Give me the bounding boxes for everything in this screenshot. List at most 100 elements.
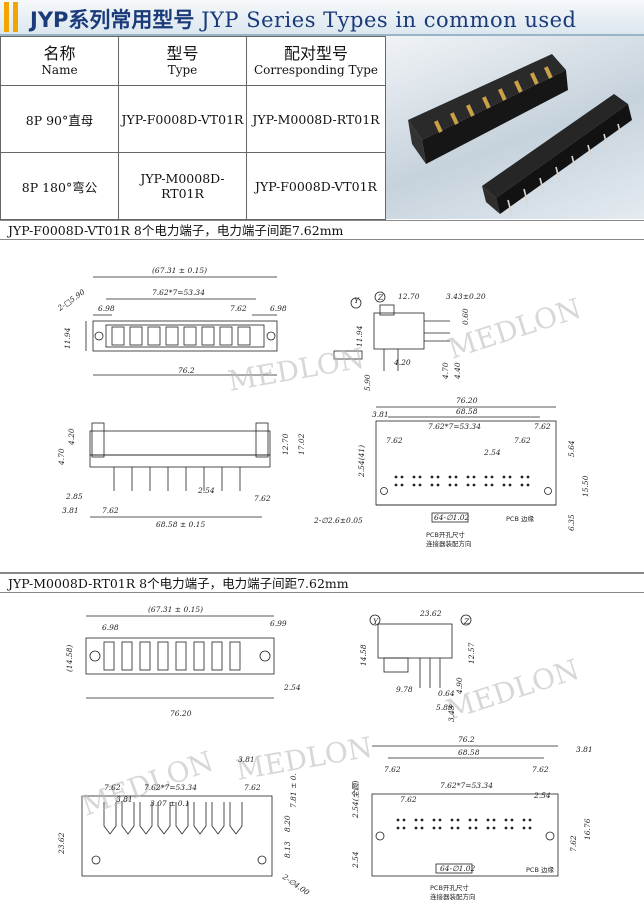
watermark: MEDLON <box>444 292 585 366</box>
svg-text:7.81 ± 0.: 7.81 ± 0. <box>289 773 298 808</box>
section-caption: JYP-M0008D-RT01R 8个电力端子，电力端子间距7.62mm <box>0 573 644 593</box>
cell-type: JYP-M0008D-RT01R <box>118 152 247 220</box>
connector-right-angle-male <box>482 94 632 217</box>
svg-text:76.20: 76.20 <box>456 396 478 405</box>
front-view-outline <box>81 795 273 877</box>
svg-text:PCB开孔尺寸: PCB开孔尺寸 <box>426 530 465 539</box>
svg-text:3.81: 3.81 <box>116 795 133 804</box>
svg-text:68.58: 68.58 <box>458 748 480 757</box>
svg-text:68.58 ± 0.15: 68.58 ± 0.15 <box>156 520 205 529</box>
svg-text:2-□5.90: 2-□5.90 <box>55 287 87 313</box>
svg-text:2.54: 2.54 <box>483 448 501 457</box>
svg-text:PCB 边缘: PCB 边缘 <box>506 514 534 523</box>
technical-drawing: MEDLON MEDLON (67.31 ± 0.15) 2-□5.90 6.9… <box>55 266 590 548</box>
svg-text:7.62: 7.62 <box>514 436 531 445</box>
terminal-contacts <box>103 641 241 671</box>
svg-text:11.94: 11.94 <box>63 327 72 349</box>
svg-text:6.98: 6.98 <box>102 623 119 632</box>
front-view-outline <box>89 430 271 456</box>
table-row: 8P 90°直母 JYP-F0008D-VT01R JYP-M0008D-RT0… <box>0 85 386 153</box>
svg-text:0.64: 0.64 <box>438 689 455 698</box>
svg-text:7.62: 7.62 <box>532 765 549 774</box>
svg-text:3.81: 3.81 <box>576 745 593 754</box>
cell-corresponding: JYP-M0008D-RT01R <box>246 85 386 153</box>
types-table: 名称 Name 型号 Type 配对型号 Corresponding Type … <box>0 36 386 220</box>
svg-text:12.70: 12.70 <box>398 292 420 301</box>
svg-text:7.62*7=53.34: 7.62*7=53.34 <box>440 781 493 790</box>
svg-text:7.62: 7.62 <box>230 304 247 313</box>
svg-text:64-∅1.02: 64-∅1.02 <box>434 513 470 522</box>
svg-text:4.70: 4.70 <box>441 362 450 380</box>
pcb-hole-pattern <box>396 818 532 830</box>
svg-text:连接器装配方向: 连接器装配方向 <box>426 539 472 548</box>
svg-text:7.62: 7.62 <box>569 835 578 852</box>
svg-text:Z: Z <box>377 293 384 302</box>
svg-text:Y: Y <box>373 617 379 626</box>
svg-text:16.76: 16.76 <box>583 818 592 840</box>
drawing-f0008d: MEDLON MEDLON (67.31 ± 0.15) 2-□5.90 6.9… <box>0 241 644 573</box>
svg-text:6.99: 6.99 <box>270 619 287 628</box>
terminal-slots <box>111 326 251 346</box>
front-pins <box>113 467 241 491</box>
svg-text:2.54: 2.54 <box>283 683 301 692</box>
title-en: JYP Series Types in common used <box>201 8 577 32</box>
pcb-layout-outline <box>371 793 559 877</box>
table-row: 8P 180°弯公 JYP-M0008D-RT01R JYP-F0008D-VT… <box>0 152 386 220</box>
section-caption: JYP-F0008D-VT01R 8个电力端子，电力端子间距7.62mm <box>0 220 644 240</box>
svg-text:4.20: 4.20 <box>393 358 411 367</box>
svg-text:(67.31 ± 0.15): (67.31 ± 0.15) <box>148 605 203 614</box>
svg-text:连接器装配方向: 连接器装配方向 <box>430 892 476 901</box>
title-cn: JYP系列常用型号 <box>30 8 195 32</box>
col-header-corresponding: 配对型号 Corresponding Type <box>246 36 386 86</box>
svg-text:PCB开孔尺寸: PCB开孔尺寸 <box>430 883 469 892</box>
svg-text:2.54: 2.54 <box>533 791 551 800</box>
cell-name: 8P 90°直母 <box>0 85 119 153</box>
svg-text:(14.58): (14.58) <box>65 645 74 672</box>
cell-corresponding: JYP-F0008D-VT01R <box>246 152 386 220</box>
col-header-type: 型号 Type <box>118 36 247 86</box>
drawing-m0008d: MEDLON MEDLON MEDLON (67.31 ± 0.15) 6.98… <box>0 594 644 924</box>
svg-text:Z: Z <box>463 617 470 626</box>
svg-text:68.58: 68.58 <box>456 407 478 416</box>
svg-text:2.54(41): 2.54(41) <box>357 445 366 478</box>
header-accent-bar <box>4 2 9 32</box>
svg-text:9.78: 9.78 <box>396 685 413 694</box>
svg-text:7.62*7=53.34: 7.62*7=53.34 <box>152 288 205 297</box>
svg-text:2-∅4.00: 2-∅4.00 <box>280 872 311 898</box>
svg-text:3.43±0.20: 3.43±0.20 <box>446 292 486 301</box>
svg-text:14.58: 14.58 <box>359 644 368 666</box>
svg-text:4.40: 4.40 <box>453 362 462 380</box>
svg-text:2.54(全圆): 2.54(全圆) <box>351 780 360 819</box>
pcb-hole-pattern <box>394 475 530 487</box>
svg-text:7.62: 7.62 <box>534 422 551 431</box>
cell-type: JYP-F0008D-VT01R <box>118 85 247 153</box>
svg-text:7.62: 7.62 <box>254 494 271 503</box>
svg-text:6.35: 6.35 <box>567 514 576 531</box>
svg-text:76.2: 76.2 <box>458 735 475 744</box>
svg-text:64-∅1.02: 64-∅1.02 <box>440 864 476 873</box>
svg-text:7.62: 7.62 <box>244 783 261 792</box>
svg-text:6.98: 6.98 <box>98 304 115 313</box>
dimensions: (67.31 ± 0.15) 6.98 6.99 (14.58) 2.54 76… <box>57 605 593 901</box>
table-header-row: 名称 Name 型号 Type 配对型号 Corresponding Type <box>0 36 386 86</box>
product-photo <box>386 36 644 219</box>
svg-text:17.02: 17.02 <box>297 433 306 455</box>
svg-text:3.43: 3.43 <box>447 705 456 722</box>
svg-text:7.62*7=53.34: 7.62*7=53.34 <box>428 422 481 431</box>
top-view-outline <box>92 320 278 352</box>
svg-text:7.62: 7.62 <box>386 436 403 445</box>
svg-text:2.54: 2.54 <box>197 486 215 495</box>
svg-text:7.62: 7.62 <box>384 765 401 774</box>
svg-text:3.07 ± 0.1: 3.07 ± 0.1 <box>150 799 190 808</box>
header-accent-bar <box>13 2 18 32</box>
cell-name: 8P 180°弯公 <box>0 152 119 220</box>
svg-text:2.54: 2.54 <box>351 851 360 869</box>
svg-text:3.81: 3.81 <box>62 506 79 515</box>
front-contacts <box>103 802 243 835</box>
page-header: JYP系列常用型号 JYP Series Types in common use… <box>0 0 644 36</box>
svg-text:3.81: 3.81 <box>238 755 255 764</box>
svg-text:Y: Y <box>354 296 360 305</box>
dimensions: (67.31 ± 0.15) 2-□5.90 6.98 7.62*7=53.34… <box>55 266 590 548</box>
svg-text:5.64: 5.64 <box>567 440 576 457</box>
svg-text:(67.31 ± 0.15): (67.31 ± 0.15) <box>152 266 207 275</box>
